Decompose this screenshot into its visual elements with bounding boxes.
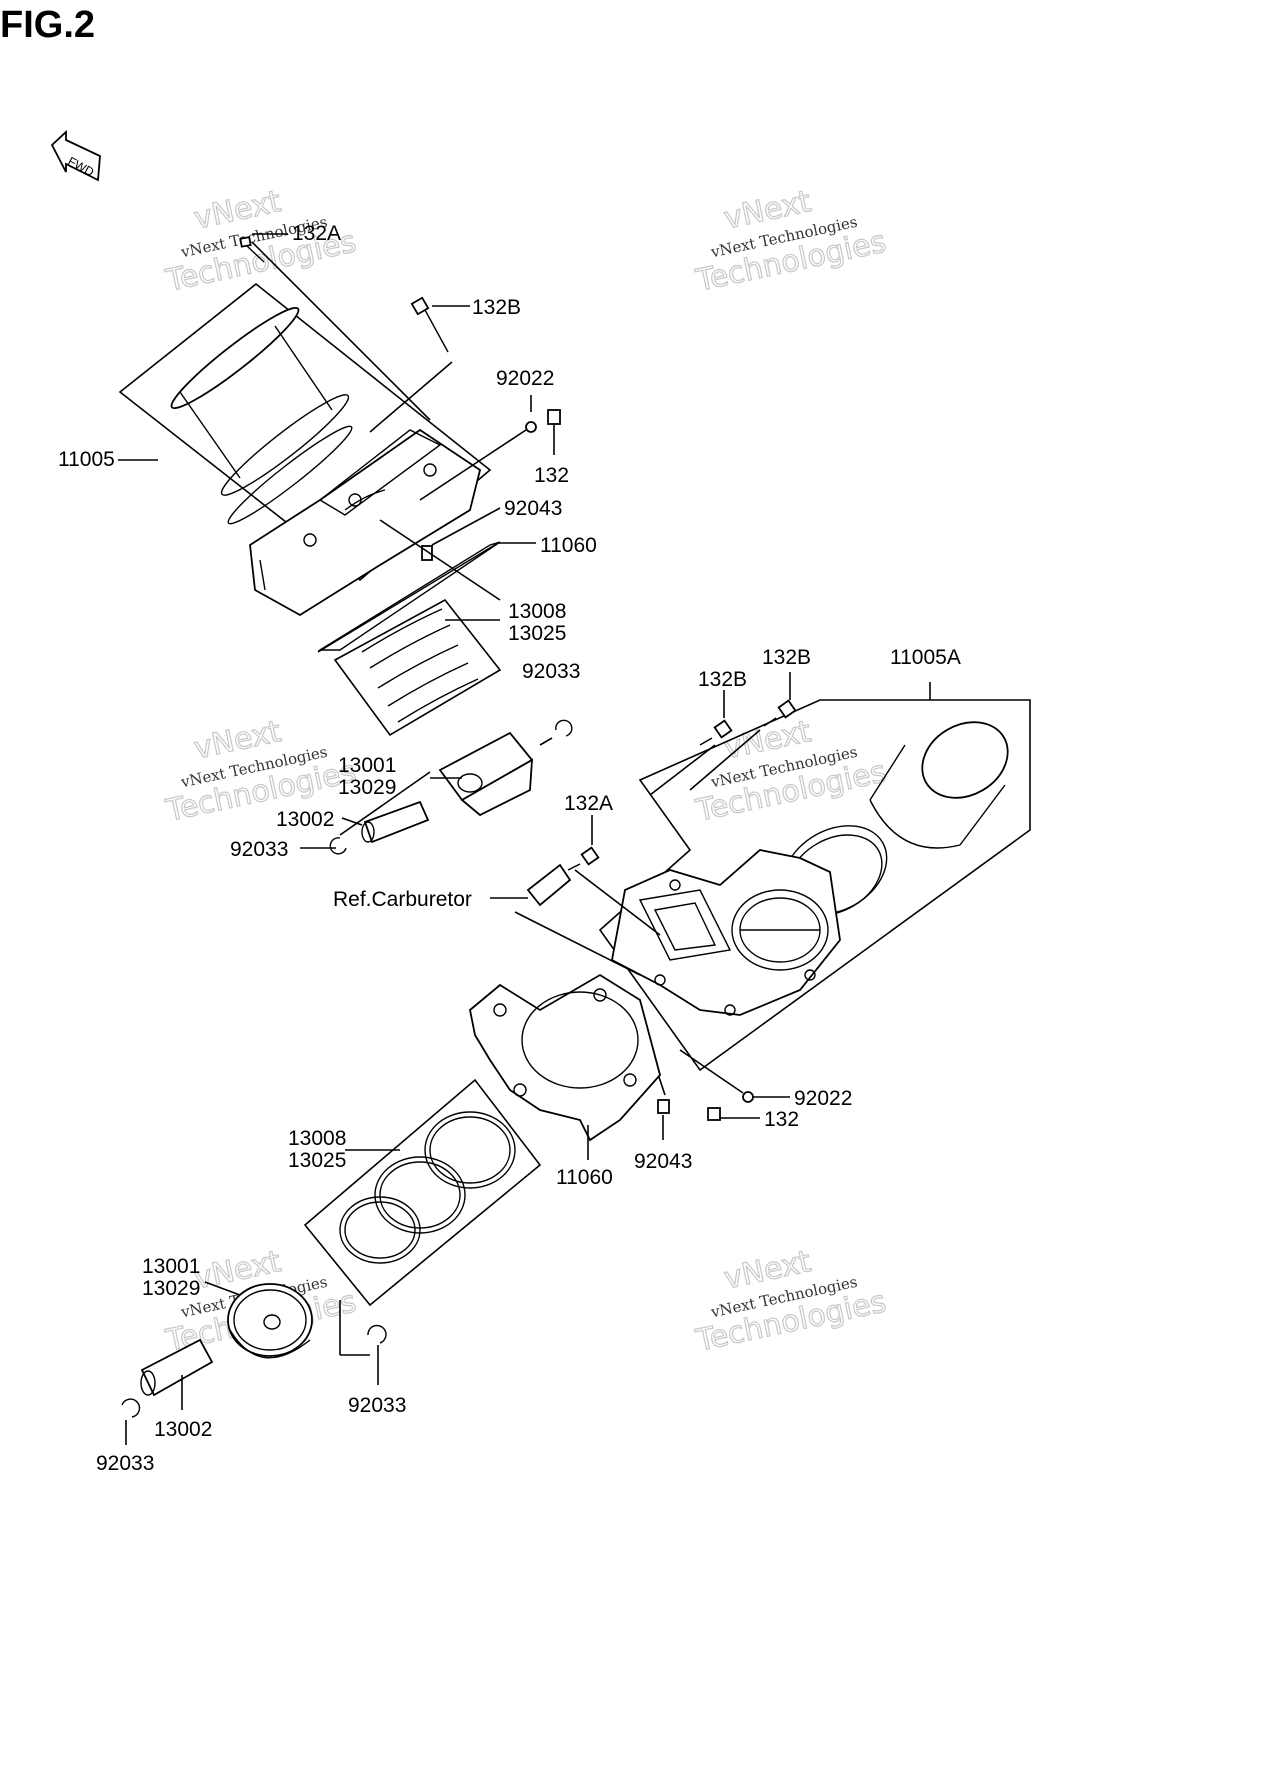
label-132b-front-2: 132B — [762, 646, 811, 669]
label-11005a: 11005A — [890, 646, 961, 669]
bolt-132b-front-2 — [689, 672, 797, 791]
label-132b-front-1: 132B — [698, 668, 747, 691]
watermark-4: vNext Technologies vNext Technologies — [692, 713, 890, 829]
gasket-11060-front — [469, 973, 661, 1160]
label-92033-top-left: 92033 — [230, 838, 288, 861]
figure-title: FIG.2 — [0, 4, 96, 46]
label-13002-front: 13002 — [154, 1418, 212, 1441]
label-92043-top: 92043 — [504, 497, 562, 520]
dowel-92043-top — [379, 507, 501, 601]
bolt-132-top — [419, 395, 561, 501]
cylinder-block-front — [610, 849, 841, 1016]
piston-rings-front — [303, 1078, 542, 1307]
cylinder-liner-top — [170, 306, 353, 525]
label-92033-top-right: 92033 — [522, 660, 580, 683]
front-cylinder-assembly — [121, 672, 1031, 1445]
bolt-132b-front-1 — [649, 690, 733, 796]
label-13029-top: 13029 — [338, 776, 396, 799]
label-132-front: 132 — [764, 1108, 799, 1131]
label-13029-front: 13029 — [142, 1277, 200, 1300]
bracket-11005a — [598, 699, 1031, 1072]
top-cylinder-assembly — [118, 233, 573, 855]
bolt-132a-top — [239, 233, 431, 421]
watermark-2: vNext Technologies vNext Technologies — [692, 183, 890, 299]
cylinder-block-top — [249, 428, 482, 617]
piston-pin-top — [341, 800, 430, 844]
label-92043-front: 92043 — [634, 1150, 692, 1173]
label-132a-top: 132A — [292, 222, 341, 245]
piston-front — [204, 1281, 370, 1359]
label-13025-front: 13025 — [288, 1149, 346, 1172]
circlip-92033-front-right — [367, 1324, 387, 1385]
part-labels: 132A 132B 92022 132 11005 92043 11060 13… — [58, 222, 961, 1475]
label-92033-front-right: 92033 — [348, 1394, 406, 1417]
bolt-132a-front — [567, 815, 661, 936]
circlip-92033-front-left — [121, 1398, 141, 1445]
label-11005: 11005 — [58, 448, 115, 471]
label-13001-top: 13001 — [338, 754, 396, 777]
watermark-6: vNext Technologies vNext Technologies — [692, 1243, 890, 1359]
label-132a-front: 132A — [564, 792, 613, 815]
label-13008-front: 13008 — [288, 1127, 346, 1150]
circlip-92033-top-left — [300, 837, 347, 855]
piston-top — [339, 731, 534, 836]
label-92022-front: 92022 — [794, 1087, 852, 1110]
fwd-arrow-icon: FWD — [50, 129, 101, 182]
cylinder-liner-front — [782, 721, 1009, 916]
label-92022-top: 92022 — [496, 367, 554, 390]
label-132-top: 132 — [534, 464, 569, 487]
gasket-11060-top — [317, 541, 536, 653]
label-13025-top: 13025 — [508, 622, 566, 645]
label-132b-top: 132B — [472, 296, 521, 319]
bolt-132b-top — [369, 296, 470, 433]
label-11060-top: 11060 — [540, 534, 597, 557]
bolt-132-front — [679, 1049, 790, 1121]
label-13008-top: 13008 — [508, 600, 566, 623]
label-ref-carburetor: Ref.Carburetor — [333, 888, 472, 911]
piston-rings-top — [333, 598, 502, 737]
label-13002-top: 13002 — [276, 808, 334, 831]
circlip-92033-top-right — [539, 719, 573, 746]
bracket-11005 — [118, 282, 492, 582]
label-92033-front-left: 92033 — [96, 1452, 154, 1475]
label-11060-front: 11060 — [556, 1166, 613, 1189]
label-13001-front: 13001 — [142, 1255, 200, 1278]
piston-pin-front — [140, 1338, 214, 1410]
